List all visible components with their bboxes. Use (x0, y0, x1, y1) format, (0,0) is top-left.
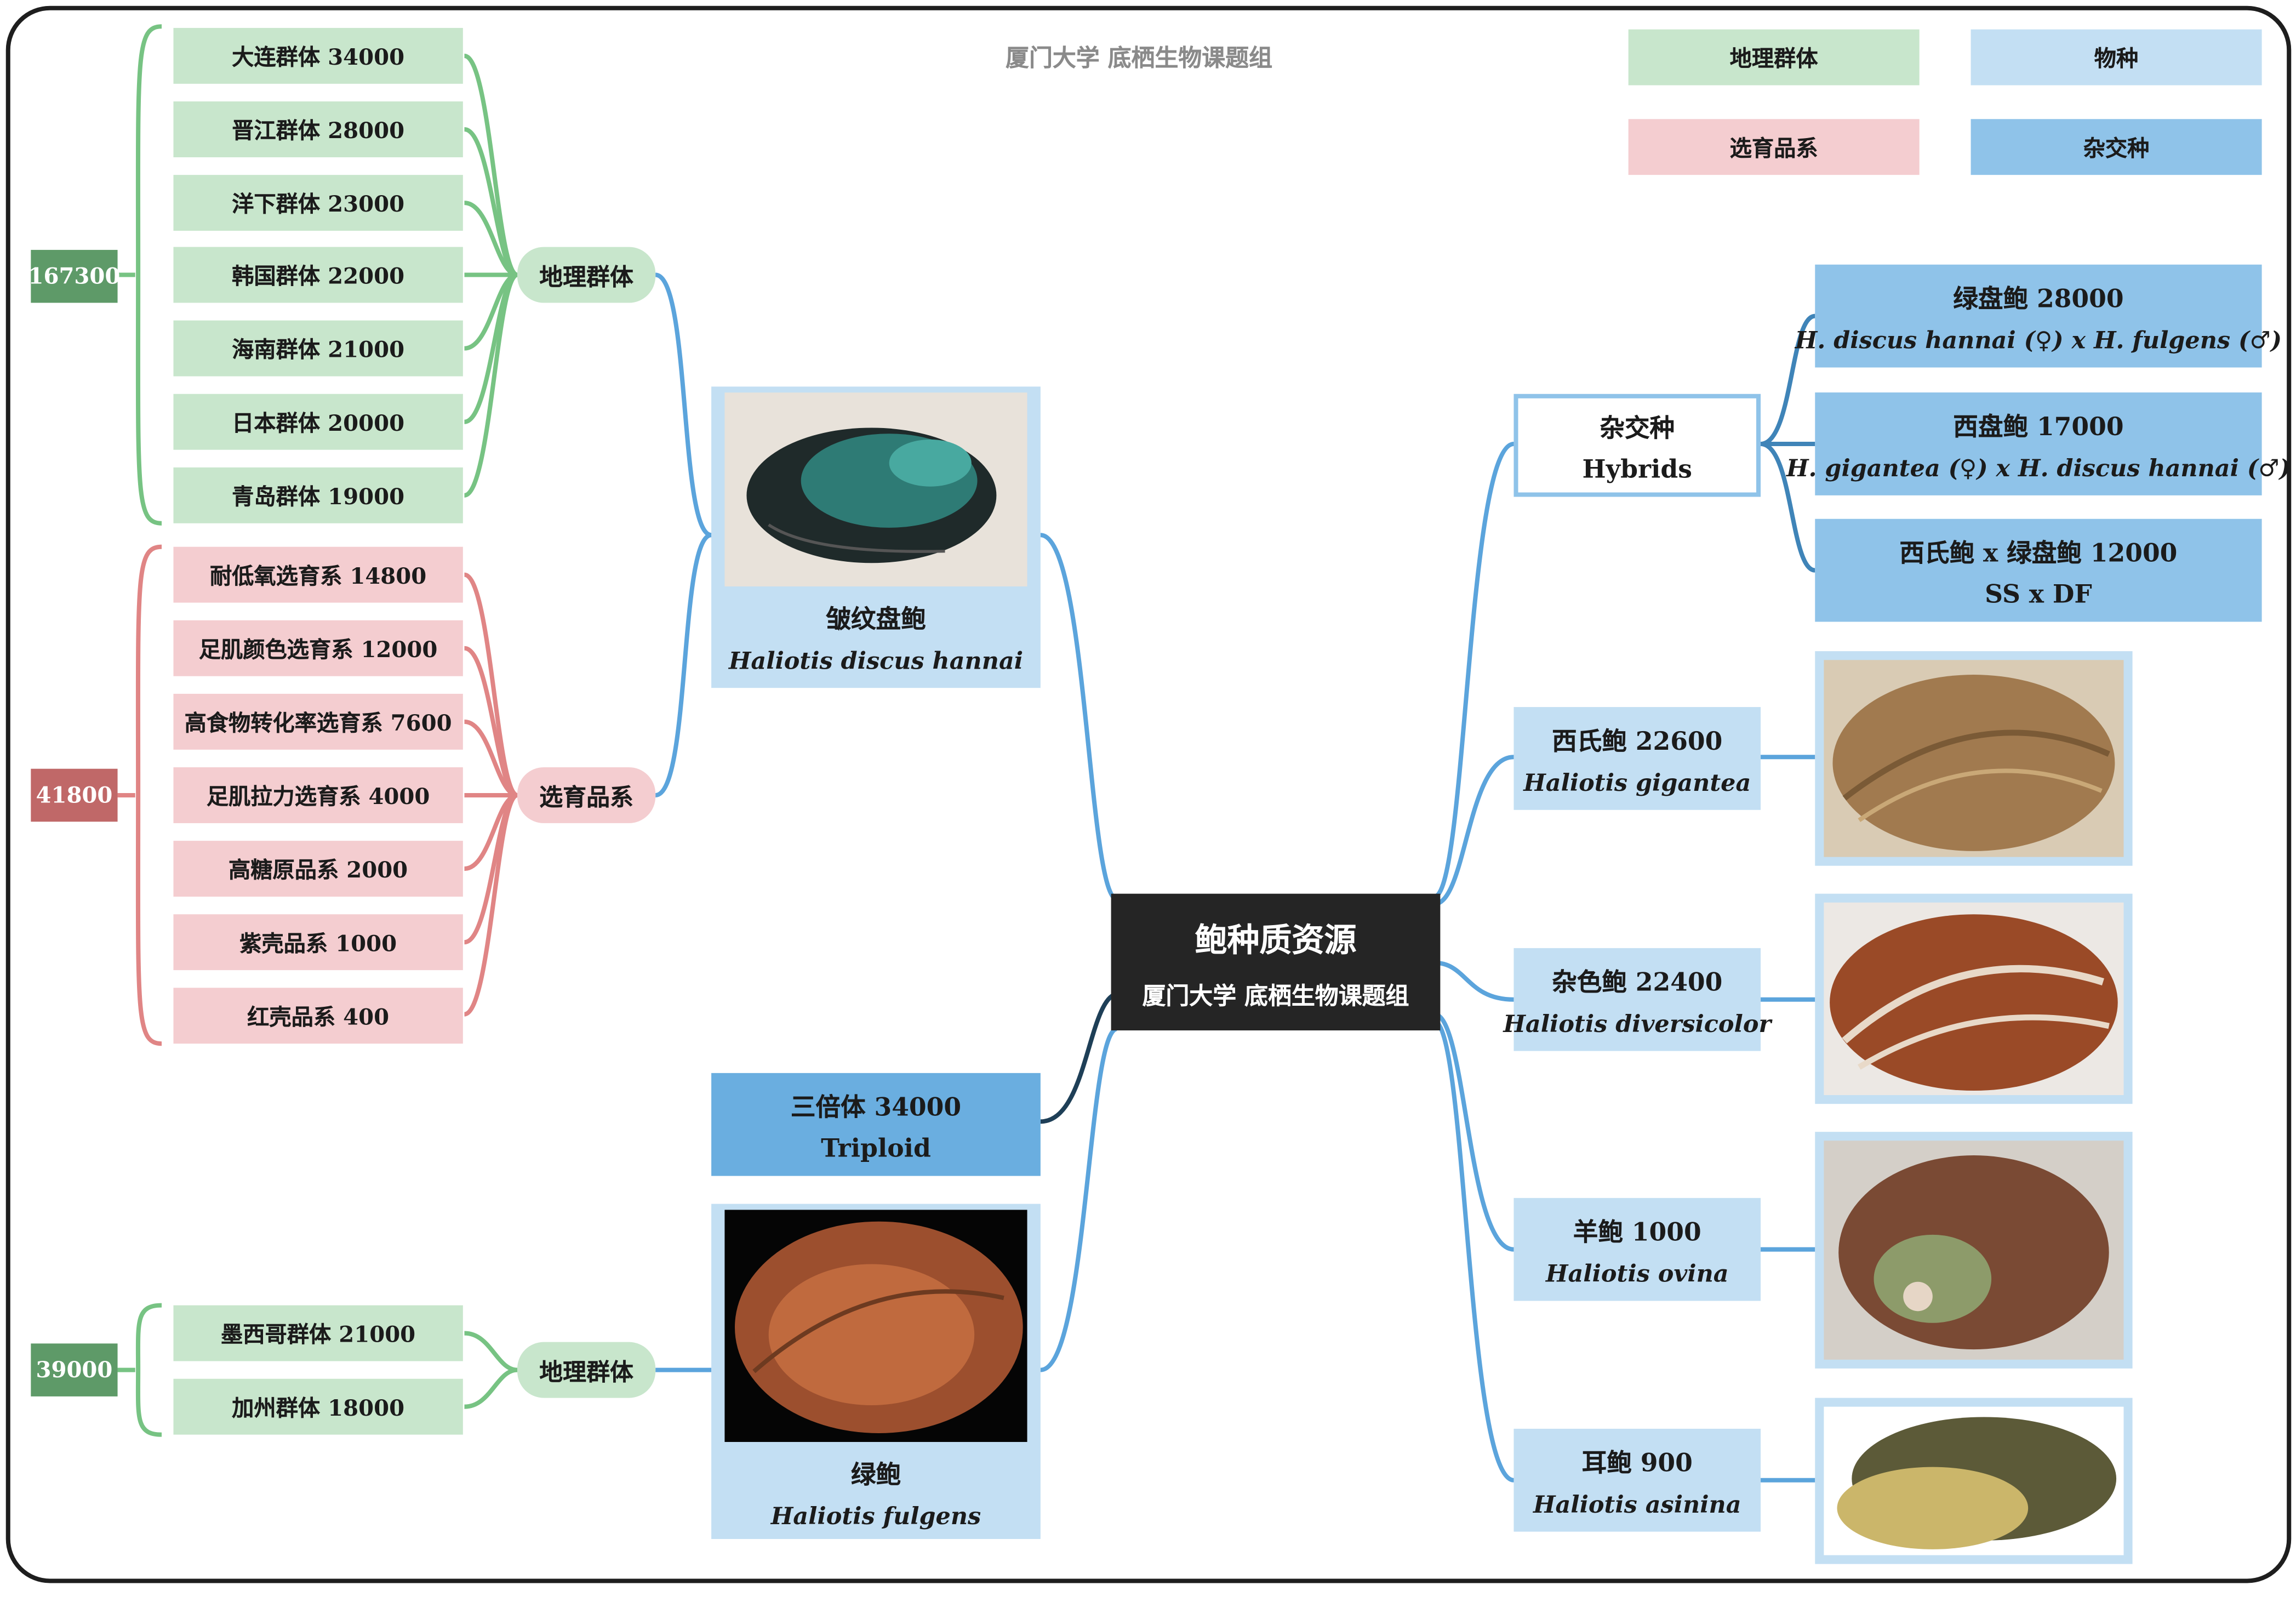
discus-cn: 皱纹盘鲍 (826, 605, 926, 635)
legend-hybrid: 杂交种 (1971, 119, 2262, 175)
geo-item: 青岛群体 19000 (173, 467, 463, 523)
triploid-en: Triploid (821, 1134, 931, 1164)
species-cn: 羊鲍 1000 (1573, 1218, 1701, 1248)
hub-selection: 选育品系 (517, 767, 656, 823)
center-title: 鲍种质资源 (1195, 922, 1357, 960)
selection-item: 足肌拉力选育系 4000 (173, 767, 463, 823)
hybrid-item: 绿盘鲍 28000 H. discus hannai (♀) x H. fulg… (1795, 264, 2282, 368)
geo-item: 墨西哥群体 21000 (173, 1305, 463, 1361)
total-badge-selection: 41800 (31, 768, 118, 822)
selection-item: 高糖原品系 2000 (173, 841, 463, 897)
hybrids-en: Hybrids (1582, 455, 1692, 484)
geo-item: 大连群体 34000 (173, 27, 463, 84)
asinina-shell-photo (1815, 1398, 2133, 1564)
geo-item: 海南群体 21000 (173, 320, 463, 377)
total-badge-geo-1: 167300 (28, 249, 120, 303)
geo-item: 晋江群体 28000 (173, 101, 463, 157)
hub-geo-2: 地理群体 (517, 1342, 656, 1398)
hybrid-item: 西盘鲍 17000 H. gigantea (♀) x H. discus ha… (1786, 392, 2291, 495)
center-node: 鲍种质资源 厦门大学 底栖生物课题组 (1111, 893, 1441, 1031)
species-cn: 耳鲍 900 (1581, 1449, 1693, 1479)
discus-shell-photo (724, 392, 1027, 587)
hybrid-sci: SS x DF (1985, 580, 2092, 609)
geo-item: 韩国群体 22000 (173, 247, 463, 303)
species-node-diversicolor: 杂色鲍 22400 Haliotis diversicolor (1503, 948, 1771, 1051)
geo-item: 加州群体 18000 (173, 1378, 463, 1435)
ovina-shell-photo (1815, 1132, 2133, 1369)
geo-item: 洋下群体 23000 (173, 175, 463, 231)
discus-sci: Haliotis discus hannai (728, 647, 1024, 675)
selection-item: 紫壳品系 1000 (173, 914, 463, 971)
diversicolor-shell-photo (1815, 893, 2133, 1104)
species-sci: Haliotis gigantea (1523, 768, 1751, 797)
hybrid-cn: 绿盘鲍 28000 (1953, 285, 2124, 315)
fulgens-cn: 绿鲍 (850, 1461, 901, 1491)
selection-item: 高食物转化率选育系 7600 (173, 693, 463, 750)
hybrids-cn: 杂交种 (1600, 413, 1675, 443)
total-badge-geo-2: 39000 (31, 1343, 118, 1396)
hub-geo-1: 地理群体 (517, 247, 656, 303)
hybrid-cn: 西盘鲍 17000 (1953, 413, 2124, 443)
geo-item: 日本群体 20000 (173, 394, 463, 450)
center-subtitle: 厦门大学 底栖生物课题组 (1142, 981, 1409, 1010)
fulgens-shell-photo (724, 1210, 1027, 1443)
triploid-card: 三倍体 34000 Triploid (711, 1073, 1041, 1176)
species-sci: Haliotis asinina (1533, 1490, 1741, 1519)
species-card-fulgens: 绿鲍 Haliotis fulgens (711, 1204, 1041, 1540)
species-sci: Haliotis diversicolor (1503, 1010, 1772, 1038)
triploid-cn: 三倍体 34000 (790, 1093, 962, 1122)
species-cn: 杂色鲍 22400 (1552, 968, 1723, 999)
selection-item: 红壳品系 400 (173, 988, 463, 1044)
legend-selection: 选育品系 (1628, 119, 1920, 175)
species-sci: Haliotis ovina (1545, 1259, 1729, 1288)
legend-species: 物种 (1971, 29, 2262, 85)
hybrid-sci: H. gigantea (♀) x H. discus hannai (♂) (1786, 454, 2291, 482)
gigantea-shell-photo (1815, 651, 2133, 866)
hybrid-item: 西氏鲍 x 绿盘鲍 12000 SS x DF (1815, 518, 2262, 622)
species-node-ovina: 羊鲍 1000 Haliotis ovina (1513, 1198, 1761, 1301)
hybrid-sci: H. discus hannai (♀) x H. fulgens (♂) (1795, 326, 2282, 355)
species-node-gigantea: 西氏鲍 22600 Haliotis gigantea (1513, 707, 1761, 810)
hybrids-node: 杂交种 Hybrids (1513, 394, 1761, 497)
species-card-discus: 皱纹盘鲍 Haliotis discus hannai (711, 386, 1041, 688)
species-node-asinina: 耳鲍 900 Haliotis asinina (1513, 1428, 1761, 1532)
selection-item: 足肌颜色选育系 12000 (173, 620, 463, 676)
legend-geo: 地理群体 (1628, 29, 1920, 85)
header-title: 厦门大学 底栖生物课题组 (1006, 44, 1273, 72)
hybrid-cn: 西氏鲍 x 绿盘鲍 12000 (1899, 538, 2178, 568)
fulgens-sci: Haliotis fulgens (770, 1502, 981, 1530)
species-cn: 西氏鲍 22600 (1552, 727, 1723, 757)
selection-item: 耐低氧选育系 14800 (173, 546, 463, 603)
